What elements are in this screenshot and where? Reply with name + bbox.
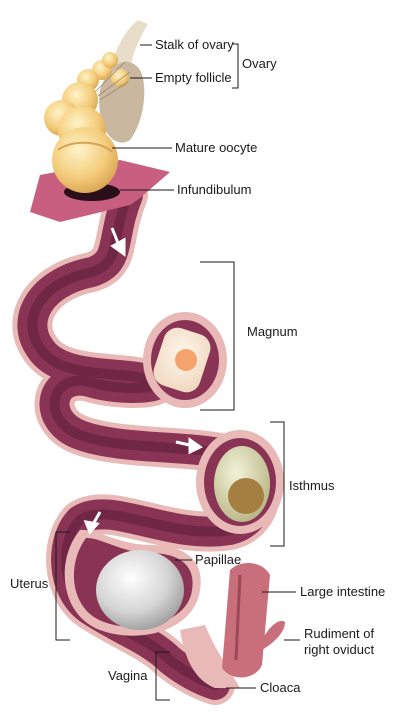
label-stalk-of-ovary: Stalk of ovary	[155, 37, 234, 52]
label-cloaca: Cloaca	[260, 680, 301, 695]
rudiment-oviduct	[262, 620, 285, 650]
empty-follicle-shape	[99, 61, 145, 143]
follicle-vessels	[94, 61, 131, 101]
isthmus-bracket	[270, 421, 285, 547]
vagina-region	[180, 625, 240, 688]
large-intestine-shade	[234, 574, 242, 661]
oocyte-highlight	[57, 141, 113, 153]
flow-arrow-3-head	[188, 437, 203, 455]
label-magnum: Magnum	[247, 324, 298, 339]
ovary-bracket	[232, 43, 239, 89]
label-vagina: Vagina	[108, 668, 148, 683]
label-rudiment-line2: right oviduct	[304, 642, 374, 657]
flow-arrow-4-head	[83, 520, 100, 535]
label-papillae: Papillae	[195, 552, 241, 567]
label-large-intestine: Large intestine	[300, 584, 385, 599]
label-rudiment-line1: Rudiment of	[304, 626, 374, 641]
vagina-bracket	[155, 651, 170, 701]
magnum-bracket	[200, 261, 235, 411]
label-empty-follicle: Empty follicle	[155, 70, 232, 85]
flow-arrow-2-head	[102, 325, 117, 343]
uterus-egg	[96, 550, 184, 630]
label-isthmus: Isthmus	[289, 478, 335, 493]
follicle-small-3	[102, 52, 118, 68]
large-intestine	[222, 563, 270, 678]
label-ovary: Ovary	[242, 56, 277, 71]
flow-arrows	[83, 227, 203, 535]
isthmus-yolk	[228, 478, 264, 514]
flow-arrow-1-head	[110, 237, 126, 257]
label-uterus: Uterus	[10, 576, 49, 591]
magnum-yolk	[175, 349, 197, 371]
label-infundibulum: Infundibulum	[177, 182, 251, 197]
mature-oocyte-shape	[52, 127, 118, 193]
label-mature-oocyte: Mature oocyte	[175, 140, 257, 155]
uterus-bracket	[55, 531, 70, 641]
